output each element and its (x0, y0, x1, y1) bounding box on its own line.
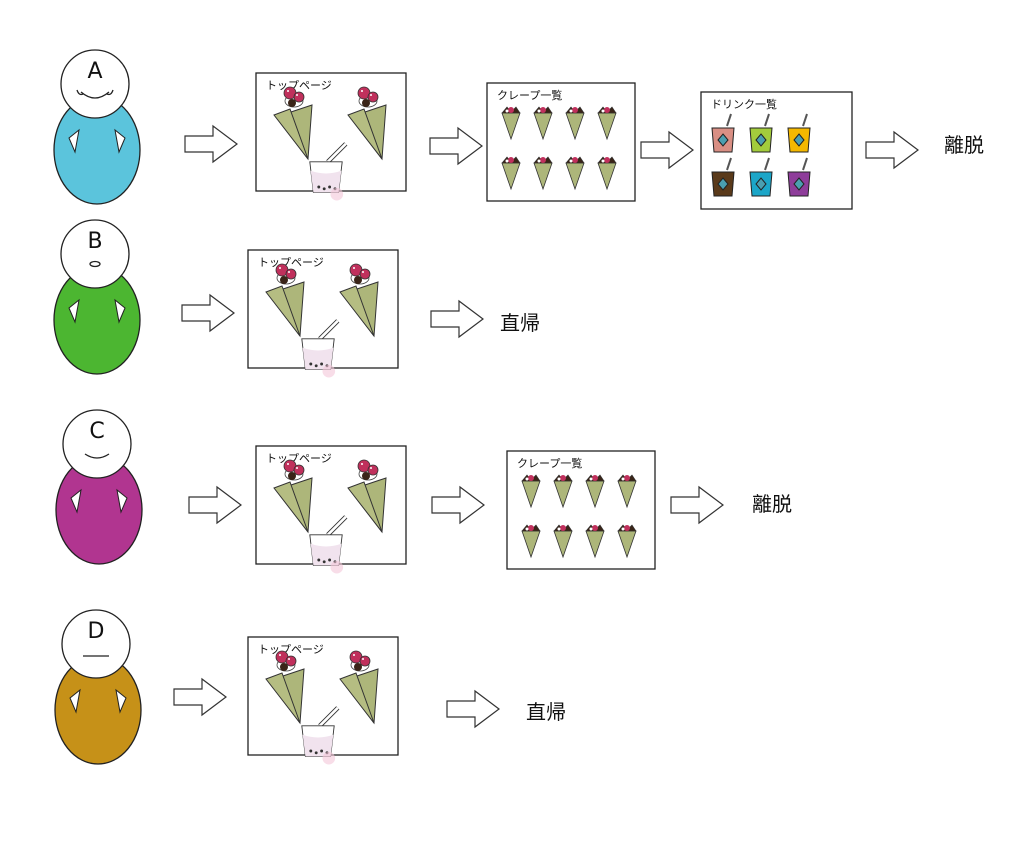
page-label: トップページ (266, 452, 332, 465)
drink-icon (787, 113, 811, 153)
page-crepes-screen: クレープ一覧 (486, 82, 636, 202)
flow-arrow-icon (431, 486, 485, 524)
user-c-figure: C (55, 409, 143, 565)
drink-icon (749, 157, 773, 197)
flow-arrow-icon (446, 690, 500, 728)
user-b-figure: B (53, 219, 141, 375)
user-letter: D (88, 619, 105, 644)
drink-icon (749, 113, 773, 153)
page-label: ドリンク一覧 (711, 97, 777, 111)
page-label: トップページ (258, 643, 324, 656)
page-top-screen: トップページ (255, 72, 407, 201)
page-crepes-screen: クレープ一覧 (506, 450, 656, 570)
flow-arrow-icon (670, 486, 724, 524)
page-label: トップページ (266, 79, 332, 92)
page-label: クレープ一覧 (497, 88, 562, 102)
page-drinks-screen: ドリンク一覧 (700, 91, 853, 210)
user-letter: B (87, 229, 102, 254)
page-label: トップページ (258, 256, 324, 269)
outcome-label: 直帰 (500, 311, 540, 335)
outcome-label: 直帰 (526, 700, 566, 724)
flow-arrow-icon (430, 300, 484, 338)
flow-arrow-icon (429, 127, 483, 165)
flow-arrow-icon (640, 131, 694, 169)
flow-arrow-icon (173, 678, 227, 716)
outcome-label: 離脱 (752, 492, 792, 516)
drink-icon (711, 113, 735, 153)
flow-arrow-icon (184, 125, 238, 163)
flow-arrow-icon (181, 294, 235, 332)
user-letter: A (87, 59, 102, 84)
page-label: クレープ一覧 (517, 456, 582, 470)
outcome-label: 離脱 (944, 133, 984, 157)
user-a-figure: A (53, 49, 141, 205)
page-top-screen: トップページ (247, 249, 399, 378)
user-letter: C (89, 419, 104, 444)
flow-arrow-icon (188, 486, 242, 524)
user-d-figure: D (54, 609, 142, 765)
page-top-screen: トップページ (255, 445, 407, 574)
drink-icon (711, 157, 735, 197)
drink-icon (787, 157, 811, 197)
page-top-screen: トップページ (247, 636, 399, 765)
flow-arrow-icon (865, 131, 919, 169)
